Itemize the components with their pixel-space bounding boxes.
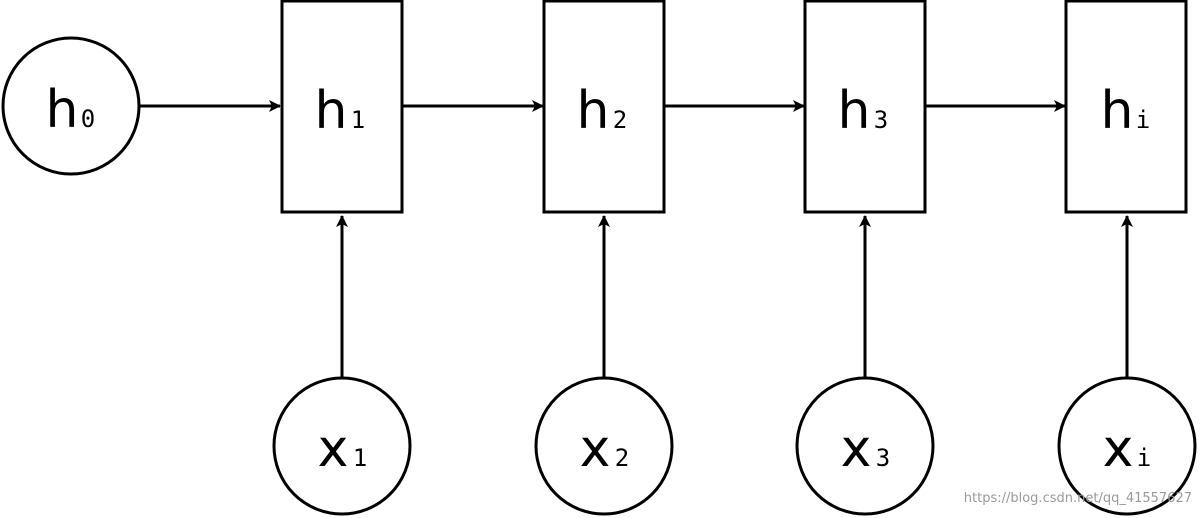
initial-state-node: h 0 (1, 36, 141, 176)
input-2-subscript: 2 (615, 444, 629, 472)
hidden-state-2-subscript: 2 (613, 106, 627, 134)
hidden-state-i-subscript: i (1136, 106, 1150, 134)
input-i-subscript: i (1137, 444, 1151, 472)
initial-state-subscript: 0 (81, 105, 95, 133)
initial-state-label: h (46, 80, 79, 140)
hidden-state-box-1: h 1 (280, 0, 404, 214)
input-1-subscript: 1 (353, 444, 367, 472)
hidden-state-box-3: h 3 (803, 0, 927, 214)
hidden-state-1-label: h (315, 81, 348, 141)
input-node-1: x 1 (272, 376, 412, 516)
hidden-state-3-label: h (838, 81, 871, 141)
input-1-label: x (318, 419, 349, 479)
watermark-text: https://blog.csdn.net/qq_41557627 (964, 491, 1192, 506)
hidden-state-3-subscript: 3 (874, 106, 888, 134)
hidden-state-box-2: h 2 (542, 0, 666, 214)
input-3-subscript: 3 (876, 444, 890, 472)
input-i-label: x (1103, 419, 1134, 479)
hidden-state-box-i: h i (1064, 0, 1188, 214)
hidden-state-2-label: h (577, 81, 610, 141)
hidden-state-1-subscript: 1 (351, 106, 365, 134)
input-node-2: x 2 (534, 376, 674, 516)
input-3-label: x (841, 419, 872, 479)
input-node-i: x i (1057, 376, 1197, 516)
input-arrows (336, 215, 1133, 378)
hidden-state-i-label: h (1101, 81, 1134, 141)
input-node-3: x 3 (795, 376, 935, 516)
input-2-label: x (580, 419, 611, 479)
